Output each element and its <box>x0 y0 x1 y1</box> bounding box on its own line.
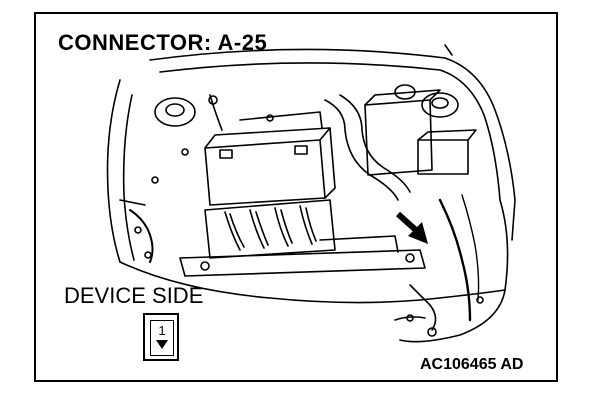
fuse-box <box>417 139 469 175</box>
connector-title: CONNECTOR: A-25 <box>58 30 268 55</box>
device-side-label: DEVICE SIDE <box>64 283 204 308</box>
radiator-support <box>179 249 426 277</box>
right-fender <box>399 199 509 343</box>
hood-inner <box>159 62 501 201</box>
wiring-harness <box>438 198 472 322</box>
left-strut-tower <box>154 97 196 127</box>
left-fender <box>106 79 121 263</box>
left-inner-fender <box>122 94 135 261</box>
hood-outline <box>149 48 516 241</box>
air-cleaner <box>364 99 433 176</box>
pin-number: 1 <box>158 323 166 338</box>
right-strut-tower <box>421 92 459 118</box>
front-bumper <box>119 261 506 304</box>
engine-block <box>204 199 336 259</box>
connector-pin-cavity: 1 <box>150 320 174 356</box>
figure-id: AC106465 AD <box>420 356 524 373</box>
pin-lock-triangle-icon <box>156 340 168 349</box>
connector-arrow <box>395 211 428 244</box>
connector-pinout: 1 <box>143 313 179 361</box>
intake-hose <box>324 99 399 201</box>
